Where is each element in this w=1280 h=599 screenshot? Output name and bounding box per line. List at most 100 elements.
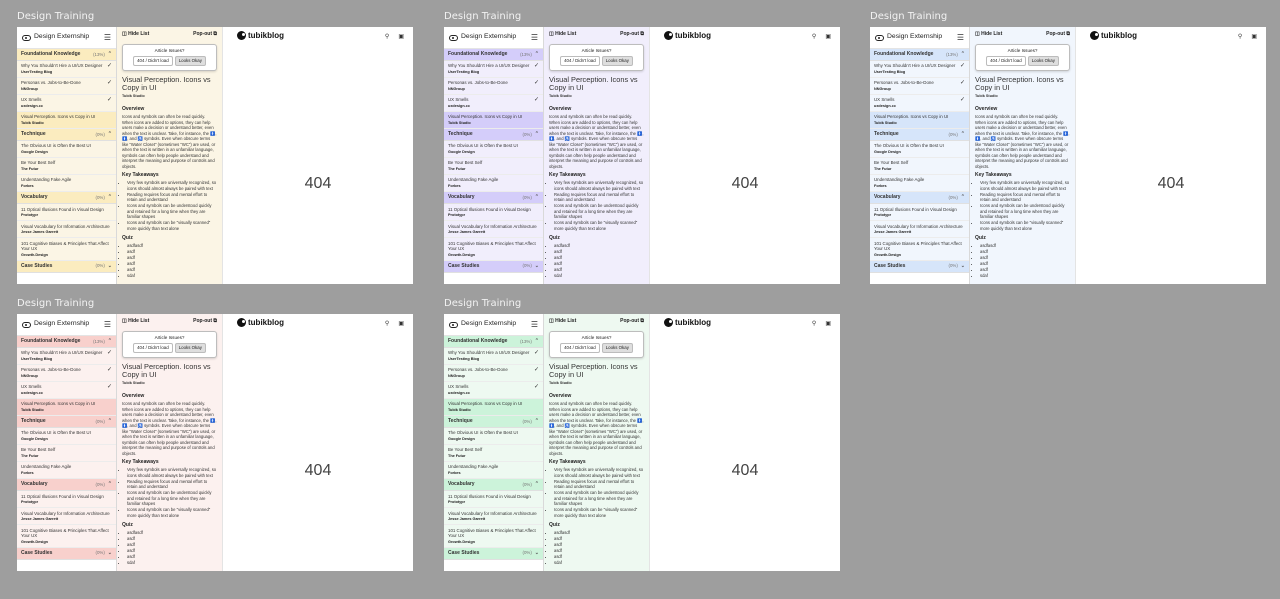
search-icon[interactable]: ⚲ — [811, 34, 817, 40]
search-icon[interactable]: ⚲ — [811, 321, 817, 327]
chevron-up-icon[interactable]: ⌃ — [107, 131, 112, 138]
hamburger-icon[interactable]: ☰ — [530, 319, 538, 329]
section-header-vocabulary[interactable]: Vocabulary(0%)⌃ — [870, 192, 969, 205]
chevron-up-icon[interactable]: ⌃ — [534, 194, 539, 201]
section-header-vocabulary[interactable]: Vocabulary(0%)⌃ — [17, 479, 116, 492]
sidebar-item[interactable]: 101 Cognitive Biases & Principles That A… — [17, 525, 116, 548]
chevron-down-icon[interactable]: ⌄ — [534, 263, 539, 270]
pop-out-button[interactable]: Pop-out ⧉ — [193, 318, 217, 325]
sidebar-item[interactable]: 101 Cognitive Biases & Principles That A… — [444, 238, 543, 261]
looks-okay-button[interactable]: Looks Okay — [601, 342, 633, 353]
hamburger-icon[interactable]: ☰ — [530, 32, 538, 42]
section-header-case-studies[interactable]: Case Studies(0%)⌄ — [444, 547, 543, 560]
sidebar-item[interactable]: 101 Cognitive Biases & Principles That A… — [17, 238, 116, 261]
hide-list-button[interactable]: ◫ Hide List — [975, 31, 1003, 38]
section-header-vocabulary[interactable]: Vocabulary(0%)⌃ — [444, 479, 543, 492]
chevron-up-icon[interactable]: ⌃ — [107, 338, 112, 345]
didnt-load-button[interactable]: 404 / Didn't load — [986, 55, 1026, 66]
looks-okay-button[interactable]: Looks Okay — [1027, 55, 1059, 66]
looks-okay-button[interactable]: Looks Okay — [601, 55, 633, 66]
chevron-down-icon[interactable]: ⌄ — [534, 550, 539, 557]
chevron-down-icon[interactable]: ⌄ — [107, 263, 112, 270]
pop-out-button[interactable]: Pop-out ⧉ — [620, 31, 644, 38]
section-header-foundational-knowledge[interactable]: Foundational Knowledge(13%)⌃ — [444, 49, 543, 61]
bag-icon[interactable]: ▣ — [398, 34, 404, 40]
chevron-up-icon[interactable]: ⌃ — [960, 131, 965, 138]
hide-list-button[interactable]: ◫ Hide List — [549, 318, 577, 325]
sidebar-item[interactable]: Visual Vocabulary for Information Archit… — [444, 221, 543, 239]
hamburger-icon[interactable]: ☰ — [103, 319, 111, 329]
chevron-up-icon[interactable]: ⌃ — [960, 194, 965, 201]
tubikblog-logo[interactable]: tubikblog — [237, 318, 284, 327]
bag-icon[interactable]: ▣ — [825, 34, 831, 40]
chevron-up-icon[interactable]: ⌃ — [107, 418, 112, 425]
section-header-foundational-knowledge[interactable]: Foundational Knowledge(13%)⌃ — [444, 336, 543, 348]
chevron-up-icon[interactable]: ⌃ — [534, 51, 539, 58]
looks-okay-button[interactable]: Looks Okay — [174, 342, 206, 353]
chevron-down-icon[interactable]: ⌄ — [960, 263, 965, 270]
chevron-up-icon[interactable]: ⌃ — [534, 131, 539, 138]
bag-icon[interactable]: ▣ — [398, 321, 404, 327]
sidebar-item[interactable]: 11 Optical Illusions Found in Visual Des… — [870, 204, 969, 222]
search-icon[interactable]: ⚲ — [1237, 34, 1243, 40]
section-header-technique[interactable]: Technique(0%)⌃ — [17, 416, 116, 429]
chevron-up-icon[interactable]: ⌃ — [107, 481, 112, 488]
chevron-down-icon[interactable]: ⌄ — [107, 550, 112, 557]
didnt-load-button[interactable]: 404 / Didn't load — [133, 342, 173, 353]
sidebar-item[interactable]: 11 Optical Illusions Found in Visual Des… — [444, 491, 543, 509]
sidebar-item[interactable]: 11 Optical Illusions Found in Visual Des… — [17, 204, 116, 222]
bag-icon[interactable]: ▣ — [825, 321, 831, 327]
sidebar-item[interactable]: Visual Vocabulary for Information Archit… — [17, 221, 116, 239]
section-header-vocabulary[interactable]: Vocabulary(0%)⌃ — [444, 192, 543, 205]
sidebar-item[interactable]: Visual Vocabulary for Information Archit… — [870, 221, 969, 239]
sidebar-item[interactable]: Visual Vocabulary for Information Archit… — [17, 508, 116, 526]
chevron-up-icon[interactable]: ⌃ — [534, 338, 539, 345]
section-header-vocabulary[interactable]: Vocabulary(0%)⌃ — [17, 192, 116, 205]
section-header-case-studies[interactable]: Case Studies(0%)⌄ — [17, 260, 116, 273]
section-header-case-studies[interactable]: Case Studies(0%)⌄ — [444, 260, 543, 273]
tubikblog-logo[interactable]: tubikblog — [664, 31, 711, 40]
chevron-up-icon[interactable]: ⌃ — [534, 481, 539, 488]
bag-icon[interactable]: ▣ — [1251, 34, 1257, 40]
hamburger-icon[interactable]: ☰ — [956, 32, 964, 42]
chevron-up-icon[interactable]: ⌃ — [534, 418, 539, 425]
section-header-case-studies[interactable]: Case Studies(0%)⌄ — [870, 260, 969, 273]
looks-okay-button[interactable]: Looks Okay — [174, 55, 206, 66]
section-header-case-studies[interactable]: Case Studies(0%)⌄ — [17, 547, 116, 560]
hamburger-icon[interactable]: ☰ — [103, 32, 111, 42]
search-icon[interactable]: ⚲ — [384, 34, 390, 40]
search-icon[interactable]: ⚲ — [384, 321, 390, 327]
chevron-up-icon[interactable]: ⌃ — [960, 51, 965, 58]
didnt-load-button[interactable]: 404 / Didn't load — [560, 342, 600, 353]
sidebar-item[interactable]: 101 Cognitive Biases & Principles That A… — [870, 238, 969, 261]
section-header-foundational-knowledge[interactable]: Foundational Knowledge(13%)⌃ — [17, 49, 116, 61]
